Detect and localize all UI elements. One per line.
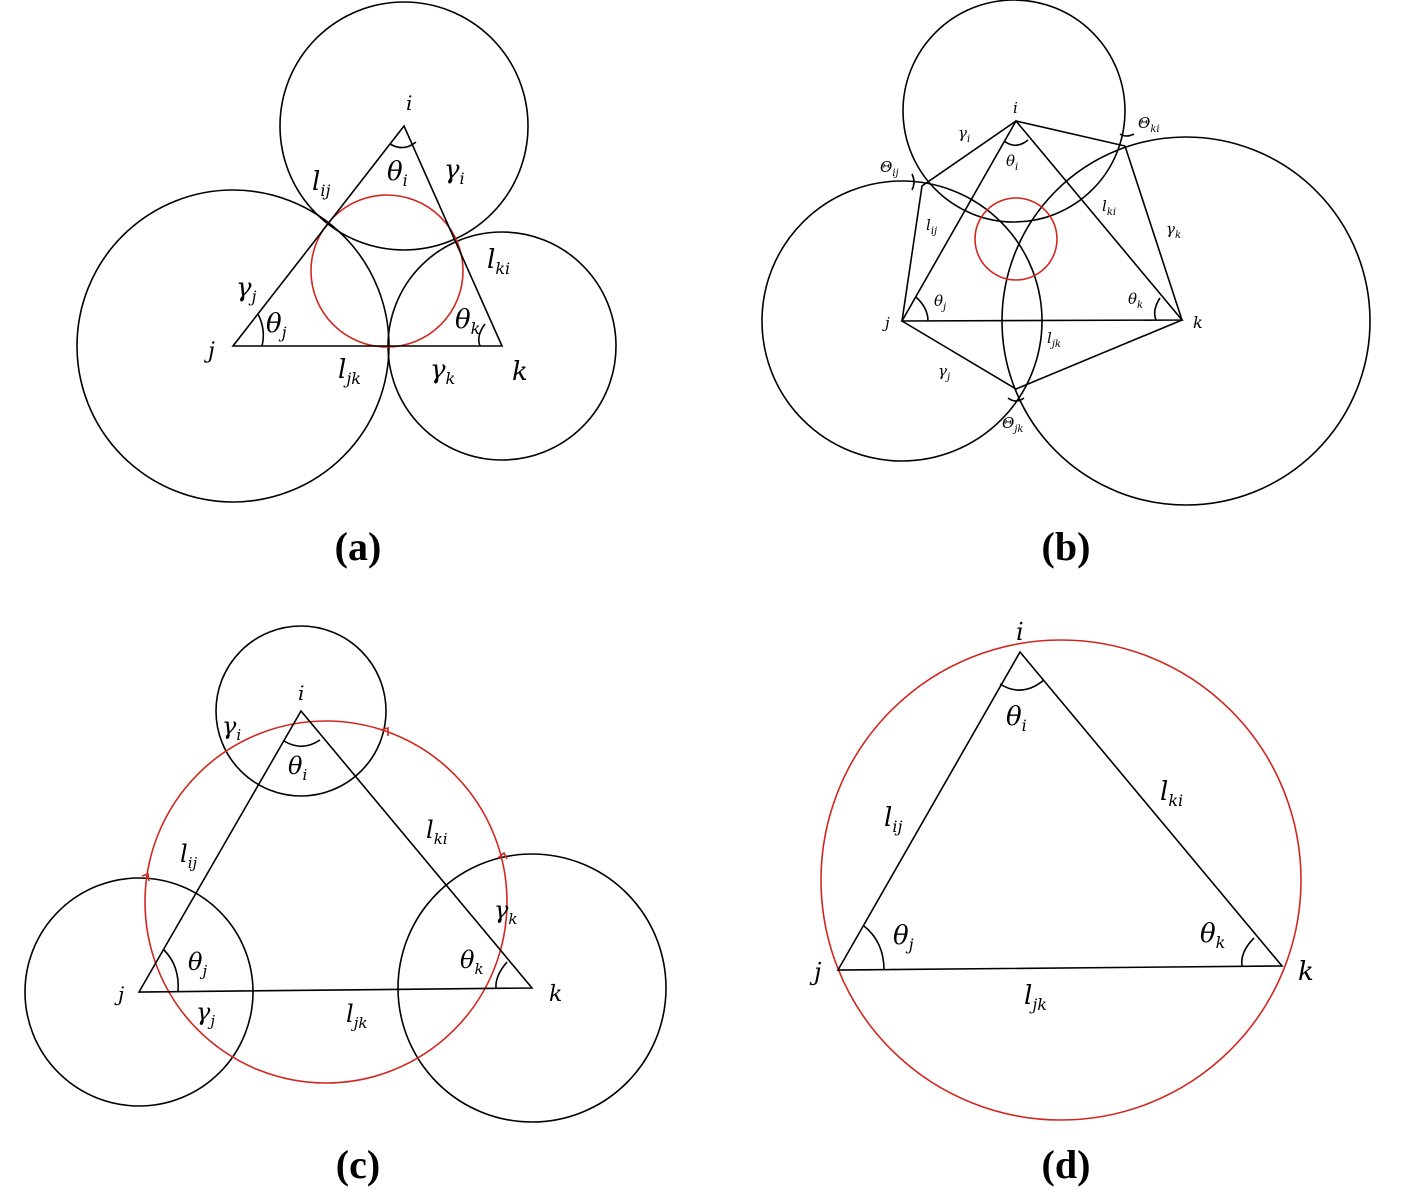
- angle-label-theta-j: θj: [893, 921, 914, 954]
- angle-label-theta-k: θk: [1200, 919, 1225, 952]
- radius-label-gamma-k: γk: [1166, 220, 1181, 241]
- angle-arc-i: [999, 679, 1045, 691]
- panel-d: i j k θi θj θk lij ljk lki (d): [809, 618, 1314, 1187]
- vertex-label-i: i: [1016, 618, 1024, 646]
- angle-label-theta-j: θj: [934, 292, 946, 313]
- radius-label-gamma-k: γk: [430, 355, 455, 388]
- vertex-label-i: i: [1013, 99, 1018, 117]
- circle-i: [279, 1, 529, 251]
- angle-arc-k: [1240, 937, 1255, 967]
- radius-label-gamma-j: γj: [196, 998, 215, 1030]
- angle-label-theta-j: θj: [266, 309, 287, 342]
- angle-arc-j: [915, 296, 929, 322]
- radius-label-gamma-i: γi: [222, 712, 241, 744]
- angle-label-theta-k: θk: [460, 946, 484, 978]
- edge-label-l-ij: lij: [926, 216, 937, 237]
- radius-label-gamma-j: γj: [236, 273, 257, 306]
- panel-caption-b: (b): [1042, 524, 1091, 569]
- edge-label-l-jk: ljk: [346, 1000, 367, 1032]
- right-angle-mark-i: [380, 726, 389, 736]
- intersection-angle-ki: [1119, 133, 1135, 137]
- vertex-label-k: k: [549, 982, 562, 1007]
- angle-arc-j: [863, 925, 885, 971]
- edge-label-l-jk: ljk: [1024, 981, 1047, 1014]
- edge-label-l-ij: lij: [884, 803, 902, 836]
- panel-caption-c: (c): [336, 1142, 380, 1187]
- radius-label-gamma-j: γj: [938, 362, 950, 383]
- angle-label-theta-i: θi: [288, 752, 307, 784]
- right-angle-mark-ki: [497, 851, 508, 860]
- edge-label-l-ki: lki: [1102, 197, 1116, 218]
- edge-label-l-ki: lki: [1160, 777, 1183, 810]
- circumcircle: [820, 639, 1302, 1121]
- dual-polygon: [901, 120, 1183, 390]
- vertex-label-k: k: [1193, 313, 1203, 332]
- intersection-label-Theta-ij: Θij: [880, 158, 899, 179]
- vertex-label-j: j: [809, 958, 822, 986]
- angle-arc-k: [478, 323, 486, 347]
- intersection-angle-jk: [1007, 397, 1025, 402]
- panel-c: i j k θi θj θk γi γj γk lij ljk lki (c): [24, 625, 667, 1187]
- radius-label-gamma-i: γi: [444, 155, 465, 188]
- panel-caption-a: (a): [335, 524, 382, 569]
- angle-arc-j: [257, 313, 265, 347]
- triangle-ijk: [137, 709, 534, 993]
- inscribed-circle: [974, 197, 1058, 281]
- panel-caption-d: (d): [1042, 1142, 1091, 1187]
- triangle-ijk: [231, 124, 504, 347]
- angle-arc-k: [1153, 297, 1161, 321]
- angle-label-theta-i: θi: [1006, 152, 1018, 173]
- circle-i: [215, 625, 387, 797]
- angle-label-theta-k: θk: [455, 305, 480, 338]
- angle-label-theta-k: θk: [1128, 290, 1143, 311]
- vertex-label-j: j: [882, 314, 890, 332]
- edge-label-l-jk: ljk: [1047, 329, 1061, 350]
- vertex-label-j: j: [114, 982, 124, 1006]
- circle-k: [397, 853, 667, 1123]
- intersection-angle-ij: [911, 173, 915, 191]
- vertex-label-k: k: [512, 357, 528, 387]
- circle-j: [24, 877, 254, 1107]
- edge-label-l-ki: lki: [487, 245, 510, 278]
- intersection-label-Theta-jk: Θjk: [1002, 414, 1023, 435]
- angle-arc-i: [389, 141, 417, 149]
- inscribed-circle: [310, 194, 464, 348]
- panel-b: i j k θi θj θk γi γj γk lij ljk lki Θij …: [761, 0, 1371, 569]
- angle-arc-i: [1003, 139, 1029, 147]
- angle-arc-k: [495, 961, 508, 989]
- triangle-ijk: [900, 119, 1184, 322]
- triangle-ijk: [836, 650, 1284, 971]
- vertex-label-i: i: [298, 681, 304, 705]
- edge-label-l-ki: lki: [426, 816, 448, 848]
- intersection-label-Theta-ki: Θki: [1138, 114, 1160, 135]
- vertex-label-i: i: [406, 91, 412, 115]
- right-angle-mark-ij: [141, 872, 150, 882]
- radius-label-gamma-k: γk: [494, 896, 517, 928]
- angle-arc-j: [163, 949, 180, 993]
- edge-label-l-ij: lij: [180, 840, 197, 872]
- angle-label-theta-i: θi: [1006, 702, 1027, 735]
- panel-a: i j k θi θj θk γi γj γk lij ljk lki (a): [76, 1, 617, 569]
- orthogonal-circle: [144, 720, 508, 1084]
- vertex-label-k: k: [1298, 957, 1314, 987]
- angle-label-theta-i: θi: [387, 157, 408, 190]
- angle-label-theta-j: θj: [188, 948, 207, 980]
- edge-label-l-ij: lij: [312, 167, 330, 200]
- edge-label-l-jk: ljk: [338, 355, 361, 388]
- radius-label-gamma-i: γi: [958, 124, 970, 145]
- angle-arc-i: [283, 739, 321, 748]
- circle-i: [902, 0, 1126, 223]
- vertex-label-j: j: [203, 339, 215, 364]
